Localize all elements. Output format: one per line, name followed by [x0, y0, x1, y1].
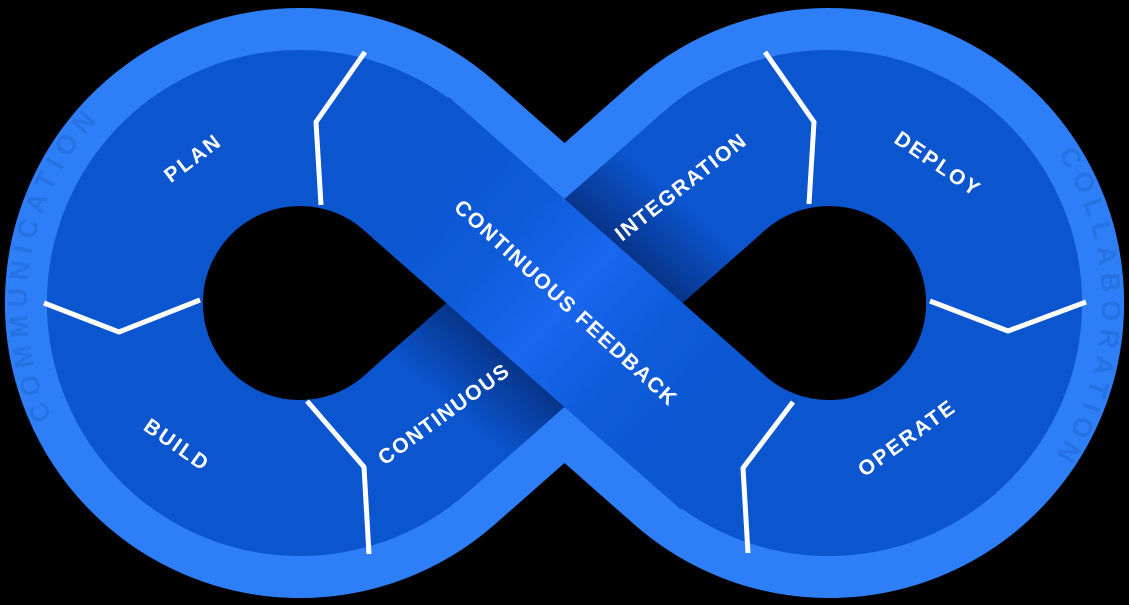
divider-build-continuous: [305, 399, 372, 555]
divider-plan-build: [43, 297, 201, 335]
crossing-gap-left: [364, 230, 447, 376]
loop-ribbon: [46, 50, 1083, 556]
divider-plan-feedback: [313, 50, 368, 206]
divider-deploy-operate: [929, 298, 1087, 334]
feedback-band: [345, 96, 784, 510]
crossing-gap-right: [682, 230, 765, 376]
divider-operate-feedback: [740, 400, 795, 554]
right-loop-hole: [731, 205, 927, 401]
segment-dividers: [43, 50, 1087, 555]
left-loop-hole: [202, 205, 398, 401]
divider-integration-deploy: [762, 50, 817, 205]
